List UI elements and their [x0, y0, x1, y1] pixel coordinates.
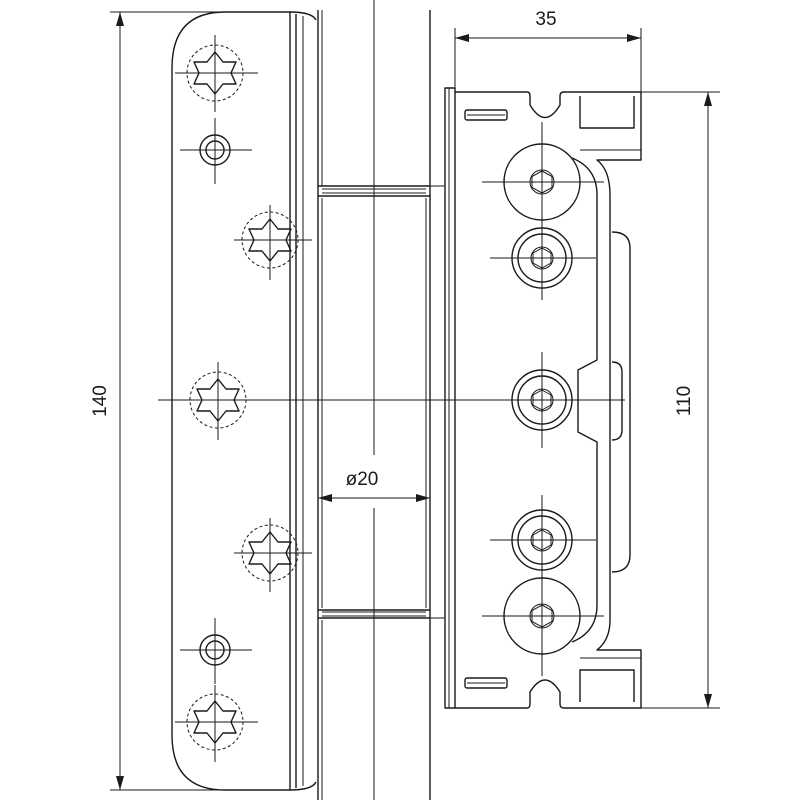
frame-screw-bottom: [482, 558, 604, 676]
door-leaf-plate: [171, 11, 317, 791]
torx-hole-4: [234, 518, 312, 592]
dimension-overall-height: 140: [90, 11, 290, 791]
round-hole-1: [180, 118, 252, 184]
torx-hole-3: [189, 362, 247, 440]
hinge-barrel: [317, 0, 445, 800]
dimension-barrel-diameter: ø20: [318, 469, 430, 502]
frame-screw-top: [482, 122, 604, 240]
dimension-frame-height: 110: [641, 91, 720, 709]
torx-hole-2: [234, 205, 312, 280]
frame-leaf: [444, 87, 642, 709]
dimension-label-35: 35: [535, 9, 556, 30]
frame-screw-lower: [490, 495, 596, 585]
torx-hole-5: [175, 685, 258, 762]
dimension-label-diameter: ø20: [346, 469, 379, 490]
torx-hole-1: [175, 35, 258, 112]
frame-screw-upper: [490, 215, 596, 300]
dimension-label-140: 140: [90, 385, 111, 417]
round-hole-2: [180, 618, 252, 684]
dimension-label-110: 110: [674, 386, 695, 416]
dimension-frame-depth: 35: [454, 9, 642, 92]
